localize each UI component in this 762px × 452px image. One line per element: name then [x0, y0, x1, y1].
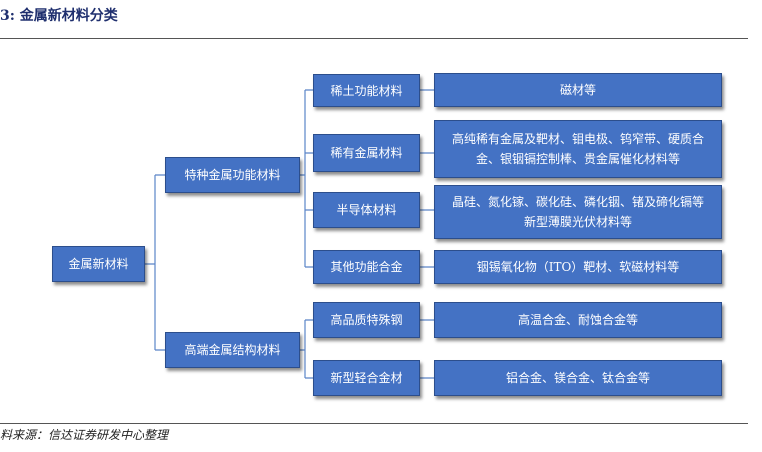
figure-title: 3: 金属新材料分类 — [0, 8, 118, 24]
detail-light-alloy: 铝合金、镁合金、钛合金等 — [434, 360, 722, 396]
detail-other-functional-alloy: 铟锡氧化物（ITO）靶材、软磁材料等 — [434, 250, 722, 284]
node-rare-earth-functional: 稀土功能材料 — [313, 74, 420, 107]
node-rare-metal: 稀有金属材料 — [313, 134, 420, 172]
source-note: 料来源：信达证券研发中心整理 — [0, 428, 169, 442]
node-semiconductor: 半导体材料 — [313, 192, 420, 228]
detail-special-steel: 高温合金、耐蚀合金等 — [434, 302, 722, 338]
top-divider — [0, 38, 748, 39]
detail-rare-earth: 磁材等 — [434, 73, 722, 107]
node-special-functional-materials: 特种金属功能材料 — [165, 157, 300, 193]
root-node: 金属新材料 — [52, 246, 145, 282]
connector-details — [420, 89, 434, 379]
connector-group-structural — [300, 319, 313, 379]
node-other-functional-alloy: 其他功能合金 — [313, 250, 420, 284]
detail-semiconductor: 晶硅、氮化镓、碳化硅、磷化铟、锗及碲化镉等新型薄膜光伏材料等 — [434, 185, 722, 239]
connector-group-functional — [300, 89, 313, 268]
node-new-light-alloy: 新型轻合金材 — [313, 360, 420, 396]
node-high-end-structural-materials: 高端金属结构材料 — [165, 332, 300, 368]
bottom-divider — [0, 423, 748, 424]
node-high-quality-special-steel: 高品质特殊钢 — [313, 302, 420, 338]
connector-root — [145, 174, 165, 351]
detail-rare-metal: 高纯稀有金属及靶材、钼电极、钨窄带、硬质合金、银铟镉控制棒、贵金属催化材料等 — [434, 120, 722, 178]
